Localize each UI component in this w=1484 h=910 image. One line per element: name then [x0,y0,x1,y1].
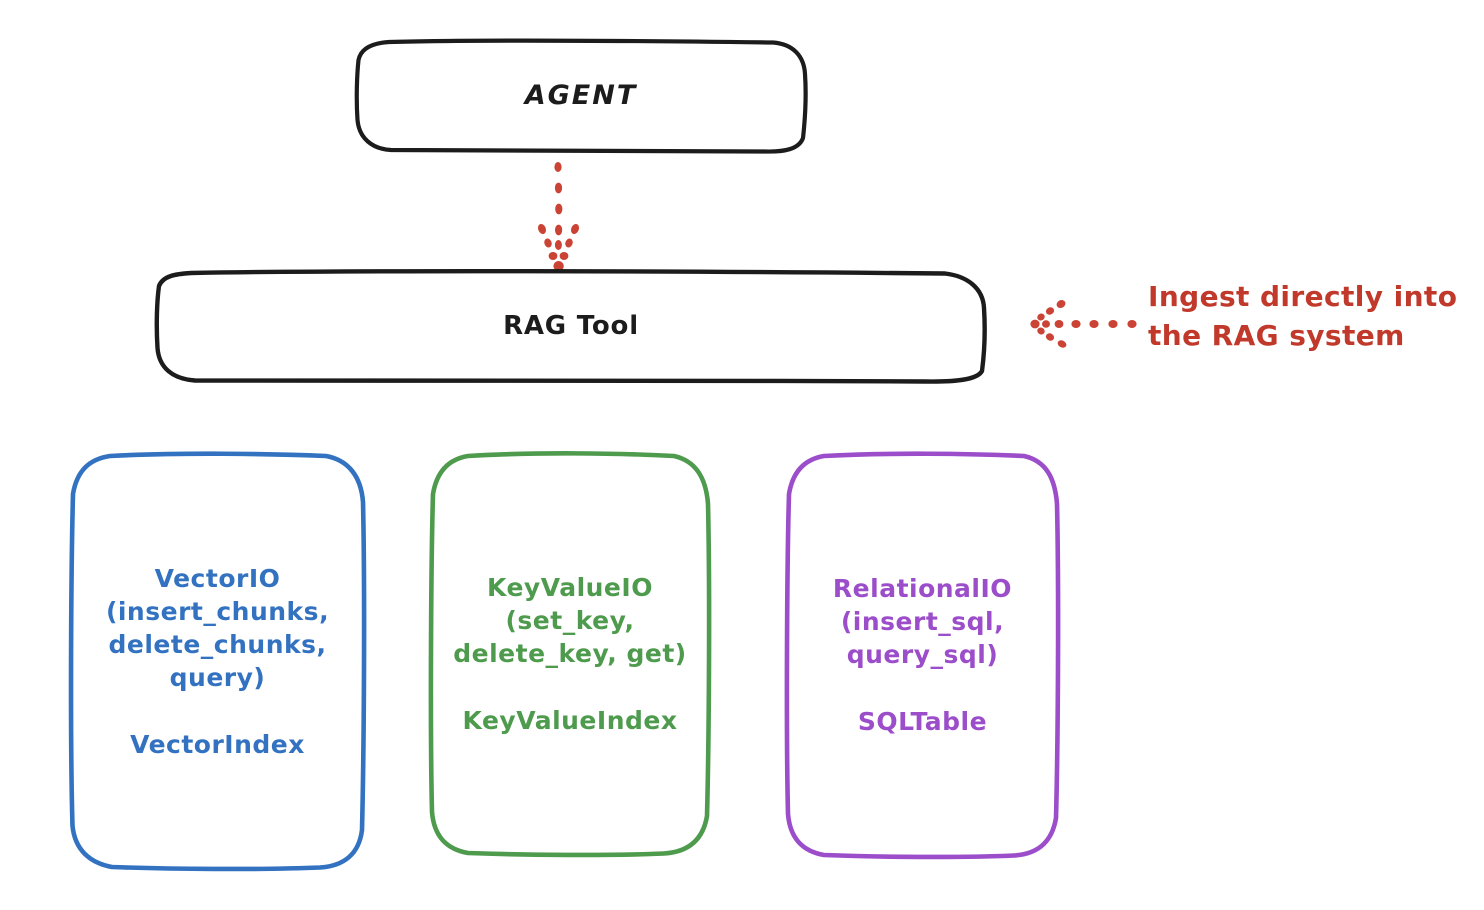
connector-ingest-to-rag-tool [1030,300,1137,348]
node-agent[interactable]: AGENT [354,38,808,154]
vector-io-signature: VectorIO (insert_chunks, delete_chunks, … [105,563,330,692]
node-key-value-io[interactable]: KeyValueIO (set_key, delete_key, get) Ke… [428,450,712,858]
node-relational-io[interactable]: RelationalIO (insert_sql, query_sql) SQL… [784,450,1061,860]
relational-io-signature: RelationalIO (insert_sql, query_sql) [832,574,1013,669]
agent-label: AGENT [524,80,638,112]
ingest-annotation-text: Ingest directly into the RAG system [1148,280,1458,352]
key-value-io-signature: KeyValueIO (set_key, delete_key, get) [453,573,687,668]
key-value-io-index: KeyValueIndex [462,706,678,735]
connector-agent-to-rag-tool [537,162,580,271]
node-vector-io[interactable]: VectorIO (insert_chunks, delete_chunks, … [68,450,367,872]
node-rag-tool[interactable]: RAG Tool [154,268,987,385]
rag-tool-label: RAG Tool [503,311,639,342]
vector-io-index: VectorIndex [130,729,305,759]
relational-io-index: SQLTable [857,707,988,736]
